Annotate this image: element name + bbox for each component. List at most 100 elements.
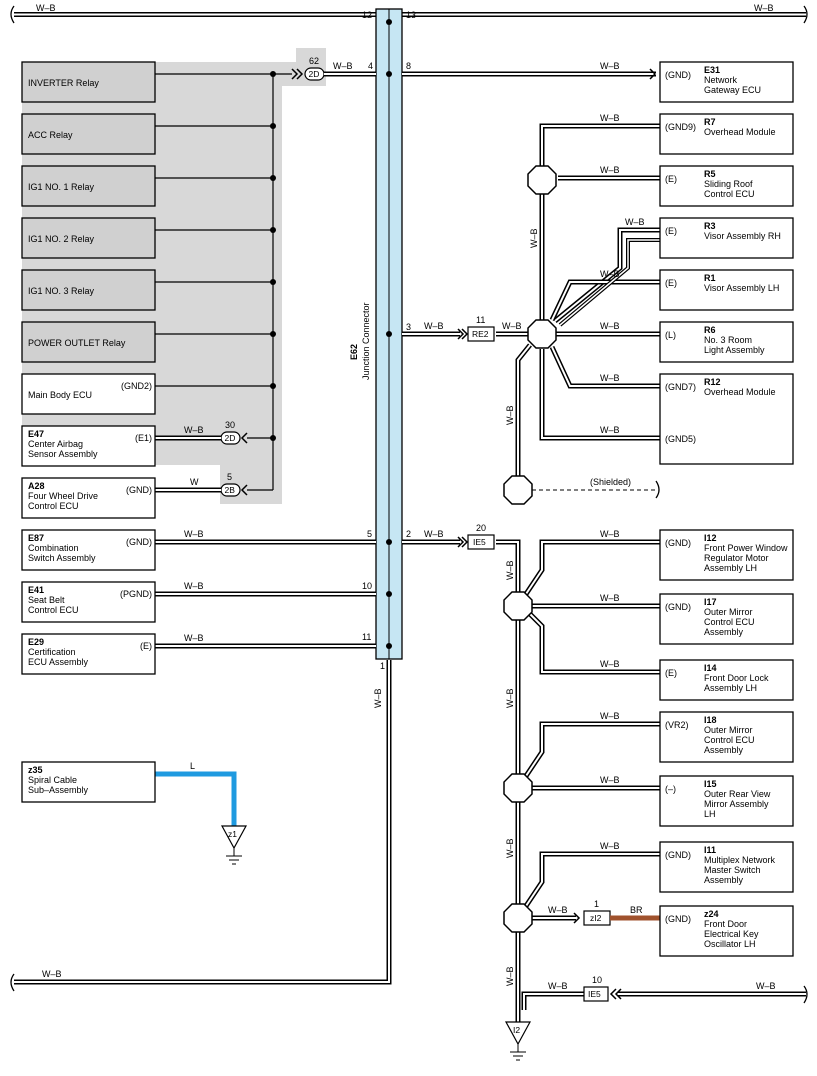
- device-i18: (VR2) I18 Outer Mirror Control ECU Assem…: [659, 711, 794, 763]
- junction-pin-number: 10: [362, 581, 372, 591]
- device-code: R1: [704, 273, 716, 283]
- device-pin: (VR2): [665, 720, 689, 730]
- device-pin: (GND): [665, 538, 691, 548]
- device-e47: E47 Center Airbag Sensor Assembly (E1): [21, 425, 156, 467]
- device-name: Oscillator LH: [704, 939, 756, 949]
- device-code: I18: [704, 715, 717, 725]
- connector-2D-top: 2D 62: [291, 56, 325, 81]
- device-e87: E87 Combination Switch Assembly (GND): [21, 529, 156, 571]
- junction-pin-number: 5: [367, 529, 372, 539]
- junction-name: Junction Connector: [361, 302, 371, 380]
- l-wire: [155, 771, 237, 826]
- break-mark: [655, 480, 660, 499]
- device-name: Front Power Window: [704, 543, 788, 553]
- device-name: POWER OUTLET Relay: [28, 338, 126, 348]
- ground-z1: z1: [220, 825, 248, 865]
- wire-color-label: W–B: [548, 981, 568, 991]
- connector-id: RE2: [472, 329, 489, 339]
- device-name: Outer Mirror: [704, 725, 753, 735]
- connector-id: 2D: [309, 69, 320, 79]
- splice-hex: [503, 591, 533, 933]
- junction-pin-number: 12: [362, 10, 372, 20]
- device-pin: (GND9): [665, 122, 696, 132]
- device-name: Assembly: [704, 627, 744, 637]
- device-pin: (GND5): [665, 434, 696, 444]
- connector-id: 2D: [225, 433, 236, 443]
- wire-color-label: W–B: [36, 3, 56, 13]
- device-name: Control ECU: [28, 605, 79, 615]
- ground-id: z1: [228, 829, 237, 839]
- wire-color-label: W–B: [600, 321, 620, 331]
- wire-color-label: W–B: [42, 969, 62, 979]
- device-pin: (E): [665, 668, 677, 678]
- device-name: Control ECU: [704, 617, 755, 627]
- device-name: Overhead Module: [704, 387, 776, 397]
- device-i17: (GND) I17 Outer Mirror Control ECU Assem…: [659, 593, 794, 645]
- wire-color-label: W–B: [600, 373, 620, 383]
- device-power-outlet-relay: POWER OUTLET Relay: [21, 321, 156, 363]
- junction-pin-number: 13: [406, 10, 416, 20]
- wire-color-label: W–B: [600, 425, 620, 435]
- device-ig1-no2-relay: IG1 NO. 2 Relay: [21, 217, 156, 259]
- wire-color-label: W–B: [625, 217, 645, 227]
- device-name: IG1 NO. 1 Relay: [28, 182, 95, 192]
- device-code: I14: [704, 663, 717, 673]
- device-pin: (–): [665, 784, 676, 794]
- device-code: E29: [28, 637, 44, 647]
- break-mark: [10, 973, 15, 992]
- wire-color-label: W–B: [600, 269, 620, 279]
- device-name: INVERTER Relay: [28, 78, 99, 88]
- junction-pin-number: 8: [406, 61, 411, 71]
- device-name: Control ECU: [704, 189, 755, 199]
- device-pin: (GND): [126, 485, 152, 495]
- connector-RE2: RE2 11: [457, 315, 495, 342]
- wire-color-label: L: [190, 761, 195, 771]
- splice-dot: [270, 71, 276, 441]
- bottom-wb-wire: [14, 660, 392, 985]
- relay-bus-wire: [155, 73, 292, 491]
- device-code: z24: [704, 909, 719, 919]
- device-r12: (GND7) (GND5) R12 Overhead Module: [659, 373, 794, 465]
- connector-pin: 62: [309, 56, 319, 66]
- device-z35: z35 Spiral Cable Sub–Assembly: [21, 761, 156, 803]
- junction-pin-number: 1: [380, 661, 385, 671]
- device-i14: (E) I14 Front Door Lock Assembly LH: [659, 659, 794, 701]
- device-e41: E41 Seat Belt Control ECU (PGND): [21, 581, 156, 623]
- wire-color-label: W–B: [424, 321, 444, 331]
- device-a28: A28 Four Wheel Drive Control ECU (GND): [21, 477, 156, 519]
- wire-color-label: W–B: [600, 593, 620, 603]
- junction-pin-number: 11: [362, 632, 371, 642]
- device-name: Main Body ECU: [28, 390, 92, 400]
- device-name: Sub–Assembly: [28, 785, 89, 795]
- wire-color-label: W–B: [184, 425, 204, 435]
- device-name: Electrical Key: [704, 929, 759, 939]
- device-name: Center Airbag: [28, 439, 83, 449]
- device-name: Outer Rear View: [704, 789, 771, 799]
- connector-pin: 1: [594, 899, 599, 909]
- device-code: I12: [704, 533, 717, 543]
- device-name: Combination: [28, 543, 79, 553]
- wire-color-label: W–B: [184, 529, 204, 539]
- ground-id: I2: [513, 1025, 520, 1035]
- wire-color-label: W–B: [505, 838, 515, 858]
- device-name: Sensor Assembly: [28, 449, 98, 459]
- device-name: Assembly: [704, 875, 744, 885]
- wb-wire: [155, 539, 376, 649]
- device-code: I17: [704, 597, 717, 607]
- device-code: R12: [704, 377, 721, 387]
- device-code: E31: [704, 65, 720, 75]
- wire-color-label: W–B: [373, 688, 383, 708]
- device-name: Seat Belt: [28, 595, 65, 605]
- device-name: IG1 NO. 2 Relay: [28, 234, 95, 244]
- break-mark: [10, 5, 15, 24]
- wire-color-label: W–B: [600, 61, 620, 71]
- device-code: R5: [704, 169, 716, 179]
- connector-zI2: zI2 1: [573, 899, 611, 926]
- device-pin: (GND): [665, 70, 691, 80]
- connector-IE5-lower: IE5 10: [583, 975, 622, 1002]
- wire-color-label: W–B: [505, 560, 515, 580]
- device-name: ACC Relay: [28, 130, 73, 140]
- device-code: R7: [704, 117, 716, 127]
- device-pin: (GND): [665, 602, 691, 612]
- device-name: Master Switch: [704, 865, 761, 875]
